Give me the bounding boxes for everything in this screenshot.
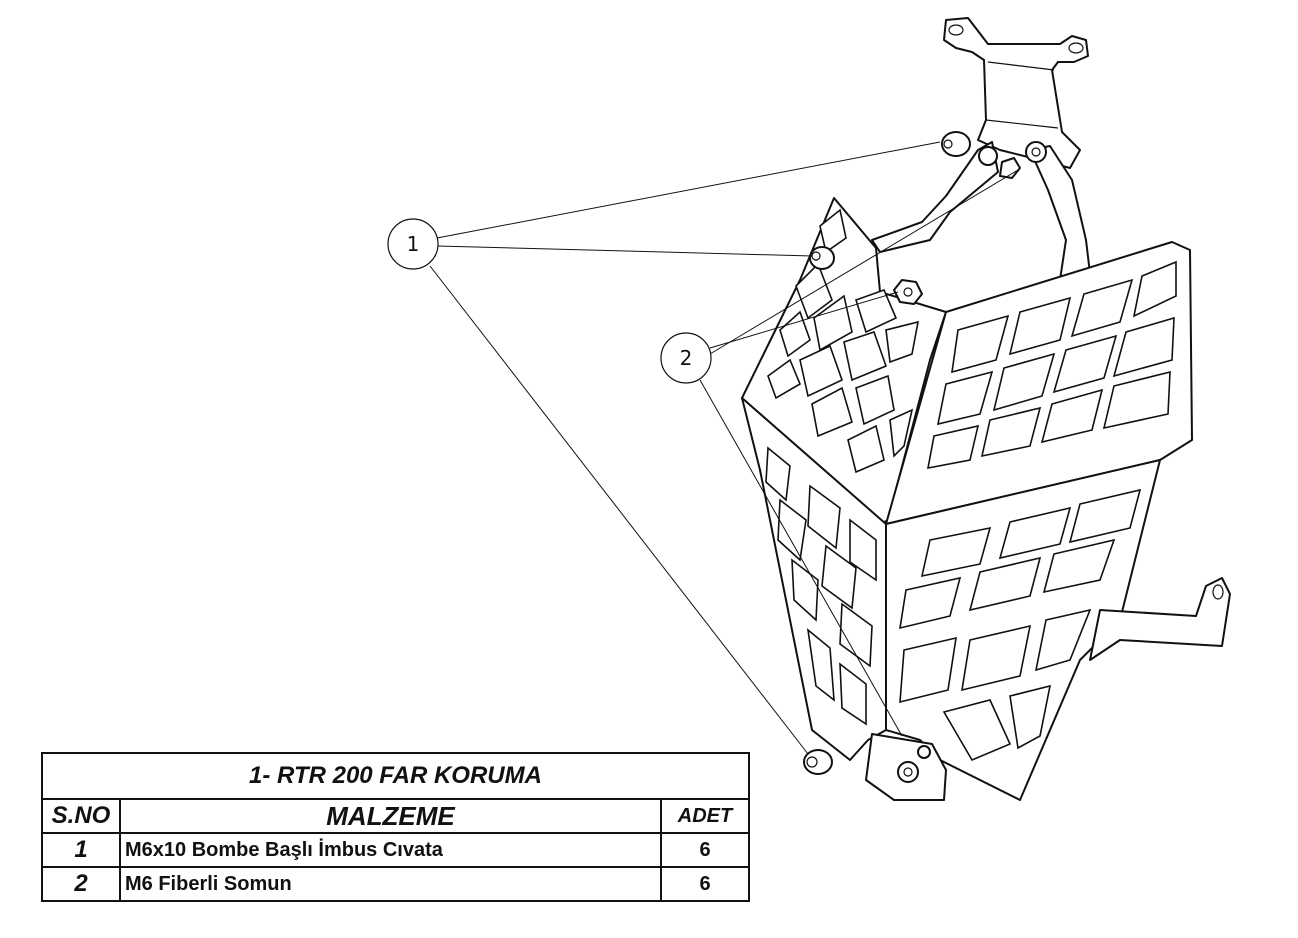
leader-lines [429, 141, 1019, 755]
table-row: 1 M6x10 Bombe Başlı İmbus Cıvata 6 [41, 832, 750, 868]
leader-2-lower [699, 379, 903, 737]
row-material: M6x10 Bombe Başlı İmbus Cıvata [119, 832, 662, 868]
headlight-guard [741, 197, 1231, 801]
nut [893, 279, 923, 305]
top-mount-bracket [943, 17, 1089, 169]
bom-title: 1- RTR 200 FAR KORUMA [41, 752, 750, 800]
row-qty: 6 [660, 866, 750, 902]
callout-2: 2 [660, 332, 712, 384]
row-material: M6 Fiberli Somun [119, 866, 662, 902]
callout-2-label: 2 [680, 346, 693, 370]
bom-title-row: 1- RTR 200 FAR KORUMA [41, 752, 750, 800]
leader-1-middle [436, 245, 813, 257]
bolt-bottom [803, 749, 833, 775]
row-sno: 1 [41, 832, 121, 868]
leader-2-nut [709, 291, 899, 349]
row-sno: 2 [41, 866, 121, 902]
table-row: 2 M6 Fiberli Somun 6 [41, 866, 750, 902]
bom-header-row: S.NO MALZEME ADET [41, 798, 750, 834]
callout-1-label: 1 [407, 232, 420, 256]
leader-1-top [436, 141, 941, 239]
callout-1: 1 [387, 218, 439, 270]
bolt-top [941, 131, 971, 157]
leader-1-bottom [429, 265, 809, 755]
header-material: MALZEME [119, 798, 662, 834]
row-qty: 6 [660, 832, 750, 868]
bolt-middle [809, 246, 835, 270]
header-sno: S.NO [41, 798, 121, 834]
leader-2-upper [709, 169, 1019, 355]
header-qty: ADET [660, 798, 750, 834]
bill-of-materials-table: 1- RTR 200 FAR KORUMA S.NO MALZEME ADET … [41, 752, 750, 902]
